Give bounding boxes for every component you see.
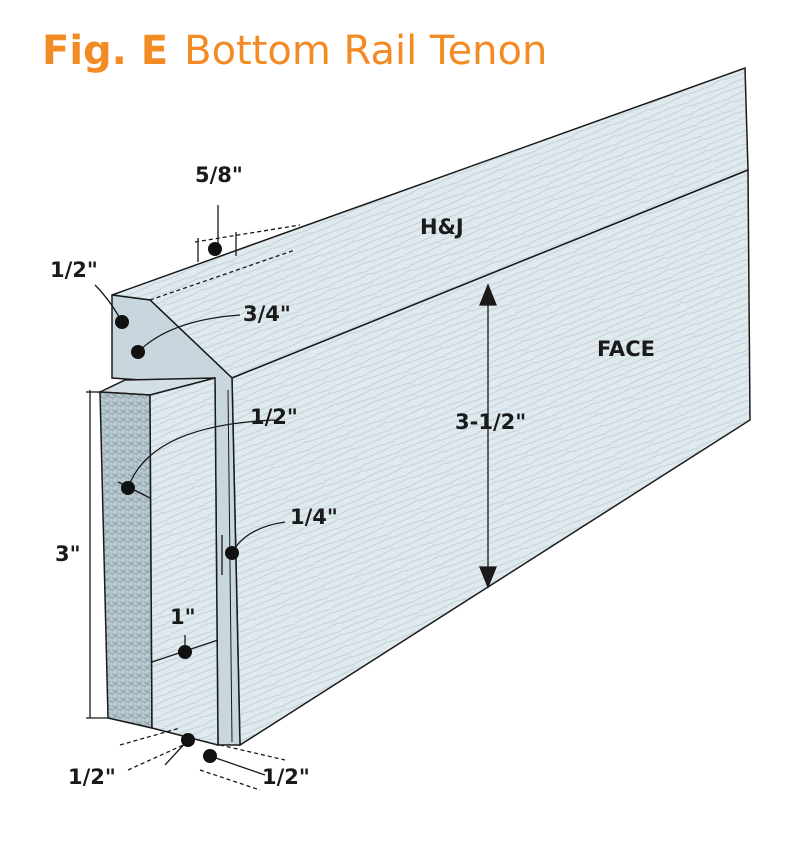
dim-dot: [131, 345, 145, 359]
label-face: FACE: [597, 337, 655, 361]
dim-dot: [181, 733, 195, 747]
label-shoulder-top: 1/2": [50, 258, 98, 282]
label-tenon-offset: 1/2": [250, 405, 298, 429]
dim-dot: [115, 315, 129, 329]
dim-dot: [178, 645, 192, 659]
label-groove: 1/4": [290, 505, 338, 529]
dim-dot: [225, 546, 239, 560]
dimension-lines: [86, 205, 497, 791]
label-bottom-right: 1/2": [262, 765, 310, 789]
label-top-width: 5/8": [195, 163, 243, 187]
tenon-end: [99, 391, 153, 729]
label-tenon-length: 1": [170, 605, 196, 629]
figure-caption: Bottom Rail Tenon: [184, 28, 548, 74]
dim-dot: [203, 749, 217, 763]
tenon-side: [149, 377, 219, 746]
figure-title: Fig. E Bottom Rail Tenon: [42, 28, 547, 74]
arrow-up-icon: [479, 283, 497, 306]
arrow-down-icon: [479, 566, 497, 589]
label-hj: H&J: [420, 215, 464, 239]
label-rail-height: 3-1/2": [455, 410, 527, 434]
figure-number: Fig. E: [42, 28, 169, 74]
label-tenon-height: 3": [55, 542, 81, 566]
dim-dot: [121, 481, 135, 495]
dim-dot: [208, 242, 222, 256]
groove-line: [227, 389, 233, 743]
label-bevel: 3/4": [243, 302, 291, 326]
label-bottom-left: 1/2": [68, 765, 116, 789]
